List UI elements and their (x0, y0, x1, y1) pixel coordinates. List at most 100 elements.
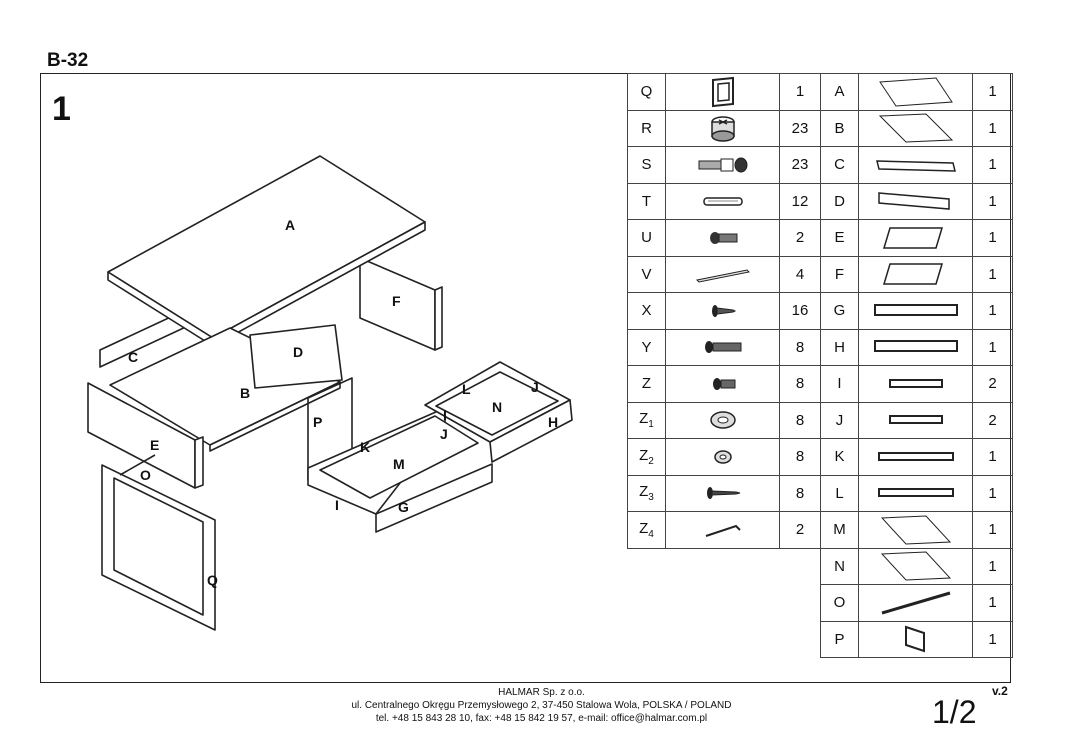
part-quantity: 8 (779, 401, 821, 439)
label-m: M (393, 456, 405, 472)
label-q: Q (207, 572, 218, 588)
part-letter: K (820, 438, 859, 476)
small-washer-icon (665, 438, 780, 476)
part-quantity: 8 (779, 438, 821, 476)
part-quantity: 8 (779, 365, 821, 403)
drawer-bottom-icon (858, 547, 973, 585)
part-row: R 23 (627, 109, 821, 147)
part-quantity: 1 (972, 146, 1013, 184)
part-quantity: 23 (779, 146, 821, 184)
rod-icon (858, 584, 973, 622)
part-quantity: 1 (972, 474, 1013, 512)
part-row: X 16 (627, 292, 821, 330)
part-quantity: 2 (779, 511, 821, 549)
label-i: I (335, 497, 339, 513)
part-row: Z1 8 (627, 401, 821, 439)
label-e: E (150, 437, 159, 453)
part-letter: O (820, 584, 859, 622)
part-quantity: 16 (779, 292, 821, 330)
part-letter: V (627, 255, 666, 293)
part-quantity: 2 (972, 365, 1013, 403)
version-label: v.2 (992, 684, 1008, 698)
part-letter: E (820, 219, 859, 257)
strip-panel-d (249, 324, 343, 389)
part-letter: Z3 (627, 474, 666, 512)
part-quantity: 2 (972, 401, 1013, 439)
part-letter: Z4 (627, 511, 666, 549)
part-letter: M (820, 511, 859, 549)
part-quantity: 1 (972, 584, 1013, 622)
label-p: P (313, 414, 322, 430)
part-quantity: 23 (779, 109, 821, 147)
part-quantity: 1 (972, 292, 1013, 330)
part-letter: R (627, 109, 666, 147)
assembly-drawing: A B C D E F G H I J K L M N O P Q I J (87, 155, 573, 631)
part-quantity: 1 (972, 438, 1013, 476)
part-row: Z4 2 (627, 511, 821, 549)
side-panel-icon (858, 255, 973, 293)
cam-bolt-icon (665, 146, 780, 184)
label-c: C (128, 349, 138, 365)
part-letter: G (820, 292, 859, 330)
cam-lock-icon (665, 109, 780, 147)
part-letter: C (820, 146, 859, 184)
back-panel-icon (858, 146, 973, 184)
label-l: L (462, 381, 471, 397)
large-washer-icon (665, 401, 780, 439)
bottom-panel-icon (858, 109, 973, 147)
part-letter: Z2 (627, 438, 666, 476)
part-letter: Q (627, 73, 666, 111)
label-n: N (492, 399, 502, 415)
label-h: H (548, 414, 558, 430)
part-letter: X (627, 292, 666, 330)
part-letter: Z1 (627, 401, 666, 439)
part-quantity: 1 (972, 620, 1013, 658)
part-letter: A (820, 73, 859, 111)
part-letter: Y (627, 328, 666, 366)
part-quantity: 1 (972, 73, 1013, 111)
drawer-bottom-icon (858, 511, 973, 549)
part-letter: U (627, 219, 666, 257)
part-quantity: 8 (779, 328, 821, 366)
allen-key-icon (665, 511, 780, 549)
drawer-front-icon (858, 328, 973, 366)
part-letter: Z (627, 365, 666, 403)
label-j-2: J (531, 379, 539, 395)
drawer-front-icon (858, 292, 973, 330)
part-letter: H (820, 328, 859, 366)
part-letter: N (820, 547, 859, 585)
bolt-icon (665, 219, 780, 257)
part-quantity: 1 (972, 328, 1013, 366)
part-quantity: 12 (779, 182, 821, 220)
label-j: J (440, 426, 448, 442)
part-letter: P (820, 620, 859, 658)
part-letter: D (820, 182, 859, 220)
part-letter: J (820, 401, 859, 439)
strip-panel-icon (858, 182, 973, 220)
part-quantity: 1 (972, 182, 1013, 220)
label-b: B (240, 385, 250, 401)
long-bolt-icon (665, 328, 780, 366)
part-quantity: 1 (972, 547, 1013, 585)
part-quantity: 1 (972, 255, 1013, 293)
